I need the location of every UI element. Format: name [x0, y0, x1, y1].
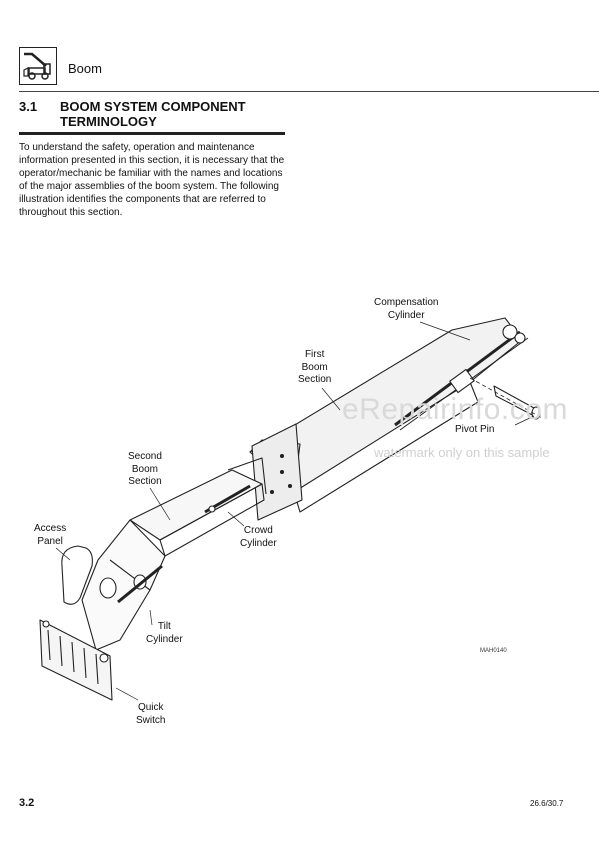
page-number: 3.2 — [19, 797, 35, 809]
model-code: 26.6/30.7 — [530, 799, 564, 808]
figure-code: MAH0140 — [480, 648, 507, 654]
boom-loader-icon — [19, 47, 57, 85]
section-title: BOOM SYSTEM COMPONENT TERMINOLOGY — [60, 99, 246, 129]
section-divider — [19, 132, 285, 135]
watermark-text: eRepairinfo.com — [342, 393, 568, 426]
label-pivot-pin: Pivot Pin — [455, 424, 495, 435]
watermark-subtext: watermark only on this sample — [374, 445, 550, 460]
header-divider — [19, 91, 599, 92]
header-title: Boom — [68, 61, 102, 76]
intro-paragraph: To understand the safety, operation and … — [19, 142, 285, 218]
section-number: 3.1 — [19, 99, 38, 114]
